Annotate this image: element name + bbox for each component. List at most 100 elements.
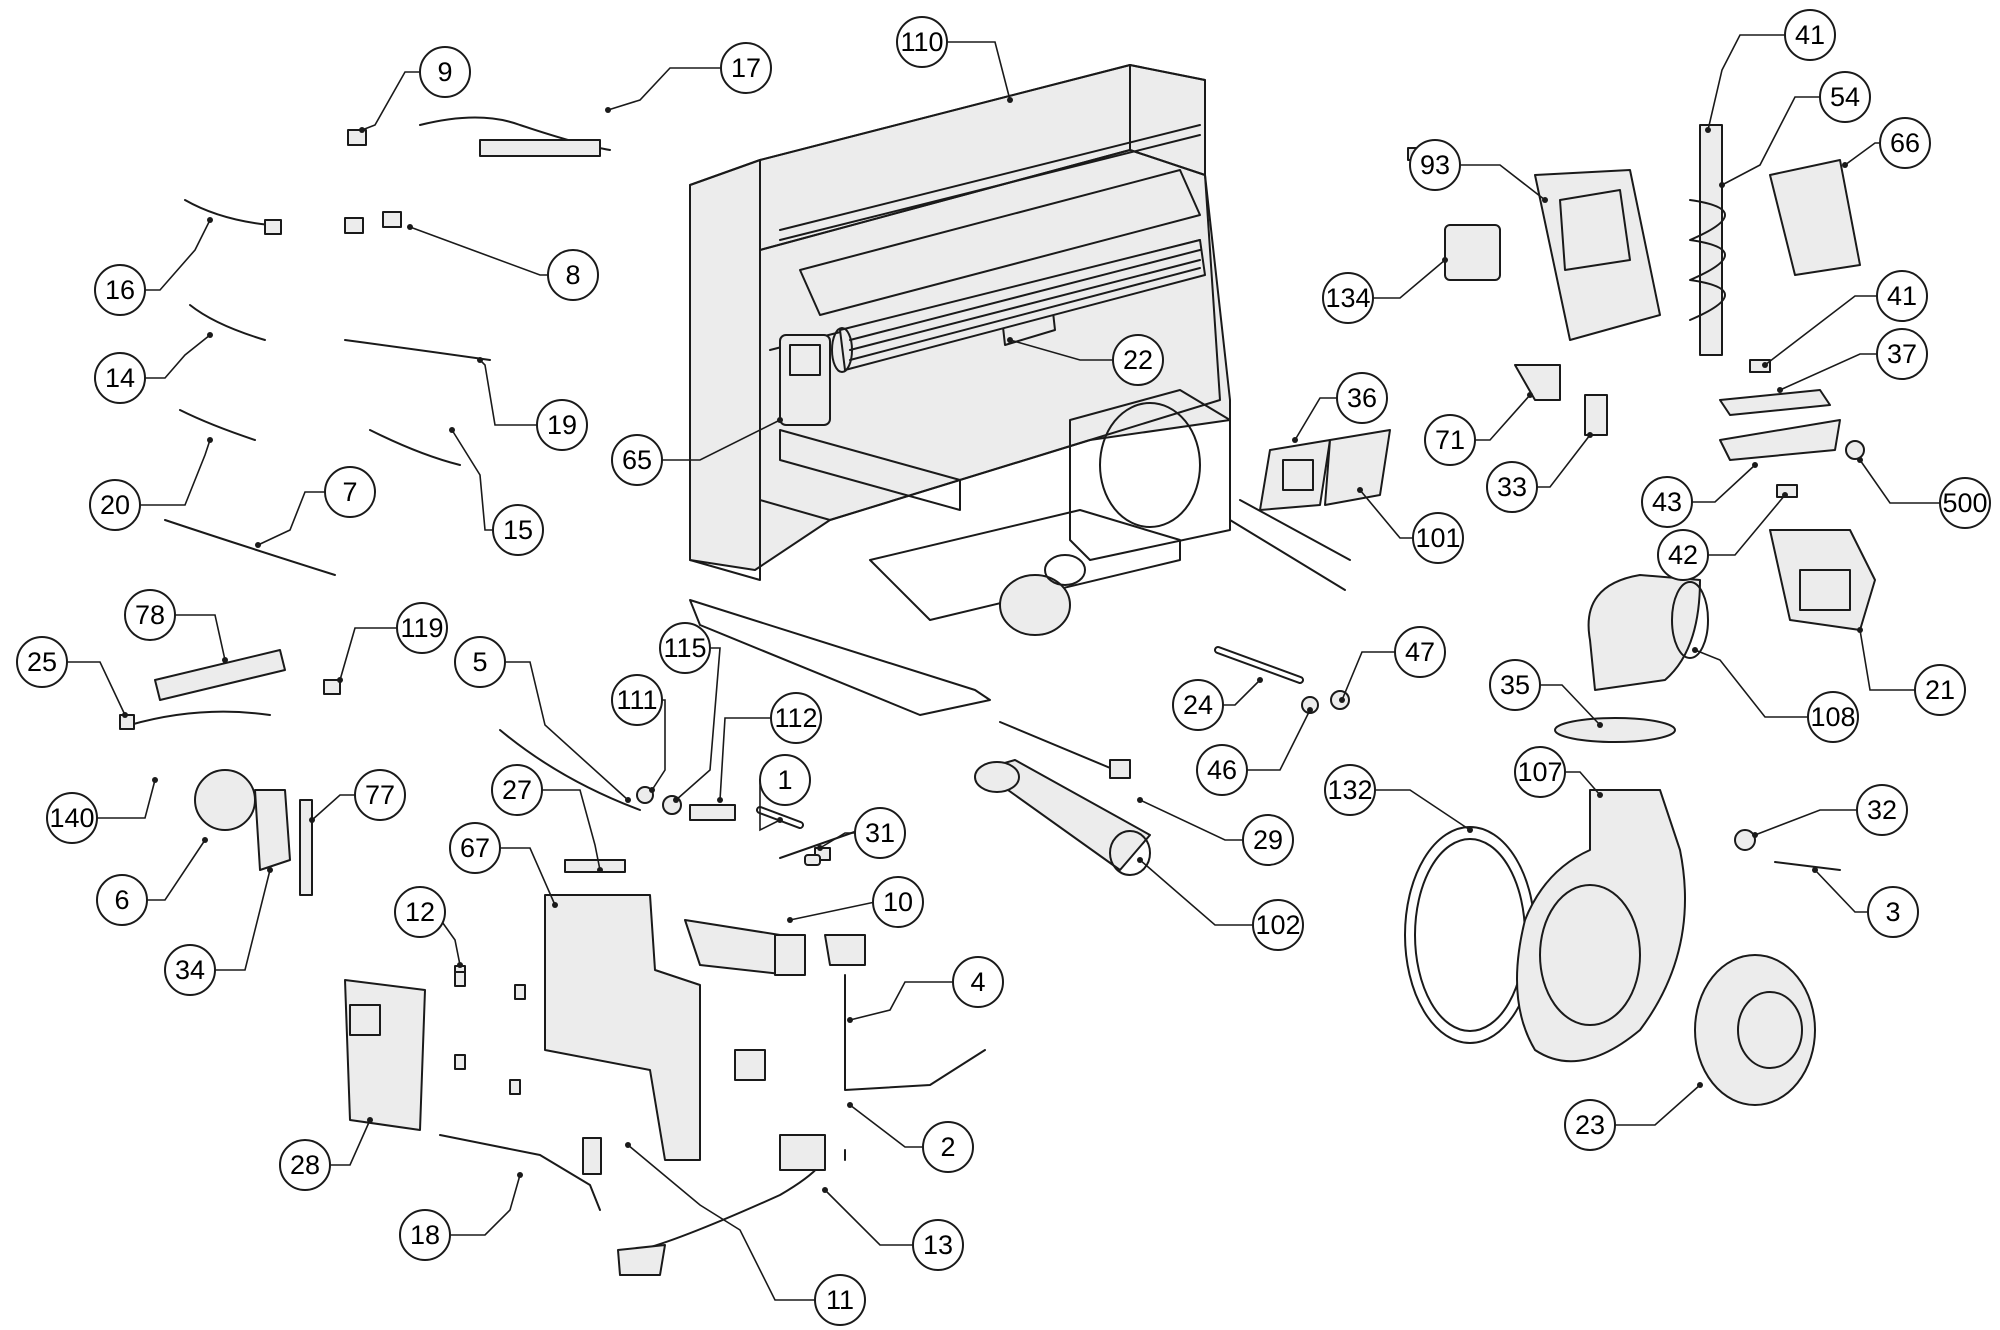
- leader-tip-43: [1752, 462, 1758, 468]
- callout-circle: [1914, 664, 1966, 716]
- callout-8: 8: [547, 249, 599, 301]
- callout-circle: [1784, 9, 1836, 61]
- callout-circle: [1324, 764, 1376, 816]
- callout-number: 31: [865, 818, 895, 848]
- leader-tip-54: [1719, 182, 1725, 188]
- callout-number: 77: [365, 780, 395, 810]
- callout-number: 37: [1887, 339, 1917, 369]
- callout-number: 65: [622, 445, 652, 475]
- leader-tip-12: [457, 962, 463, 968]
- fan-motor-drawing: [779, 334, 831, 426]
- leader-tip-25: [122, 712, 128, 718]
- callout-17: 17: [720, 42, 772, 94]
- callout-circle: [922, 1121, 974, 1173]
- auger-assembly-drawing: [1407, 124, 1865, 498]
- leader-tip-13: [822, 1187, 828, 1193]
- callout-circle: [396, 602, 448, 654]
- callout-circle: [720, 42, 772, 94]
- leader-tip-132: [1467, 827, 1473, 833]
- callout-circle: [536, 399, 588, 451]
- leader-tip-23: [1697, 1082, 1703, 1088]
- callout-28: 28: [279, 1139, 331, 1191]
- callout-67: 67: [449, 822, 501, 874]
- callout-number: 16: [105, 275, 135, 305]
- callout-number: 43: [1652, 487, 1682, 517]
- callout-107: 107: [1514, 746, 1566, 798]
- callout-number: 102: [1255, 910, 1300, 940]
- callout-number: 111: [616, 685, 657, 715]
- leader-line-27: [517, 789, 601, 871]
- leader-tip-93: [1542, 197, 1548, 203]
- leader-line-17: [607, 67, 746, 111]
- leader-tip-36: [1292, 437, 1298, 443]
- callout-circle: [1196, 744, 1248, 796]
- callout-6: 6: [96, 874, 148, 926]
- callout-43: 43: [1641, 476, 1693, 528]
- leader-tip-119: [337, 677, 343, 683]
- callout-number: 12: [405, 897, 435, 927]
- callout-circle: [814, 1274, 866, 1326]
- leader-tip-102: [1137, 857, 1143, 863]
- callout-circle: [94, 264, 146, 316]
- callout-number: 42: [1668, 540, 1698, 570]
- leader-tip-27: [597, 867, 603, 873]
- leader-tip-500: [1857, 457, 1863, 463]
- callout-circle: [659, 622, 711, 674]
- callout-circle: [912, 1219, 964, 1271]
- crossflow-fan-drawing: [831, 239, 1206, 373]
- leader-tip-115: [673, 797, 679, 803]
- callout-circle: [547, 249, 599, 301]
- callout-46: 46: [1196, 744, 1248, 796]
- callout-12: 12: [394, 886, 446, 938]
- callout-circle: [164, 944, 216, 996]
- callout-number: 110: [900, 27, 943, 57]
- leader-tip-21: [1857, 627, 1863, 633]
- callout-23: 23: [1564, 1099, 1616, 1151]
- callout-circle: [1939, 477, 1991, 529]
- leader-tip-42: [1782, 492, 1788, 498]
- callout-number: 1: [777, 765, 792, 795]
- callout-71: 71: [1424, 414, 1476, 466]
- leader-tip-140: [152, 777, 158, 783]
- callout-number: 19: [547, 410, 577, 440]
- callout-circle: [896, 16, 948, 68]
- callout-circle: [1514, 746, 1566, 798]
- callout-15: 15: [492, 504, 544, 556]
- callout-33: 33: [1486, 461, 1538, 513]
- callout-circle: [759, 754, 811, 806]
- callout-circle: [1819, 71, 1871, 123]
- callout-77: 77: [354, 769, 406, 821]
- leader-tip-66: [1842, 162, 1848, 168]
- callout-number: 14: [105, 363, 135, 393]
- gasket-drawing: [1259, 429, 1391, 511]
- leader-tip-65: [777, 417, 783, 423]
- leader-tip-46: [1307, 707, 1313, 713]
- callout-36: 36: [1336, 372, 1388, 424]
- callout-circle: [1242, 814, 1294, 866]
- leader-tip-31: [817, 845, 823, 851]
- callout-circle: [1394, 626, 1446, 678]
- callout-119: 119: [396, 602, 448, 654]
- leader-tip-110: [1007, 97, 1013, 103]
- callout-37: 37: [1876, 328, 1928, 380]
- callout-number: 28: [290, 1150, 320, 1180]
- callout-19: 19: [536, 399, 588, 451]
- callout-112: 112: [770, 692, 822, 744]
- callout-31: 31: [854, 807, 906, 859]
- callout-circle: [952, 956, 1004, 1008]
- callout-circle: [354, 769, 406, 821]
- callout-number: 33: [1497, 472, 1527, 502]
- callout-number: 9: [437, 57, 452, 87]
- callout-number: 67: [460, 833, 490, 863]
- callout-circle: [46, 792, 98, 844]
- callout-circle: [449, 822, 501, 874]
- hopper-components-drawing: [1444, 169, 1661, 436]
- callout-34: 34: [164, 944, 216, 996]
- callout-102: 102: [1252, 899, 1304, 951]
- leader-line-41: [1707, 34, 1810, 131]
- callout-circle: [89, 479, 141, 531]
- callout-93: 93: [1409, 139, 1461, 191]
- callout-number: 29: [1253, 825, 1283, 855]
- leader-tip-15: [449, 427, 455, 433]
- callout-18: 18: [399, 1209, 451, 1261]
